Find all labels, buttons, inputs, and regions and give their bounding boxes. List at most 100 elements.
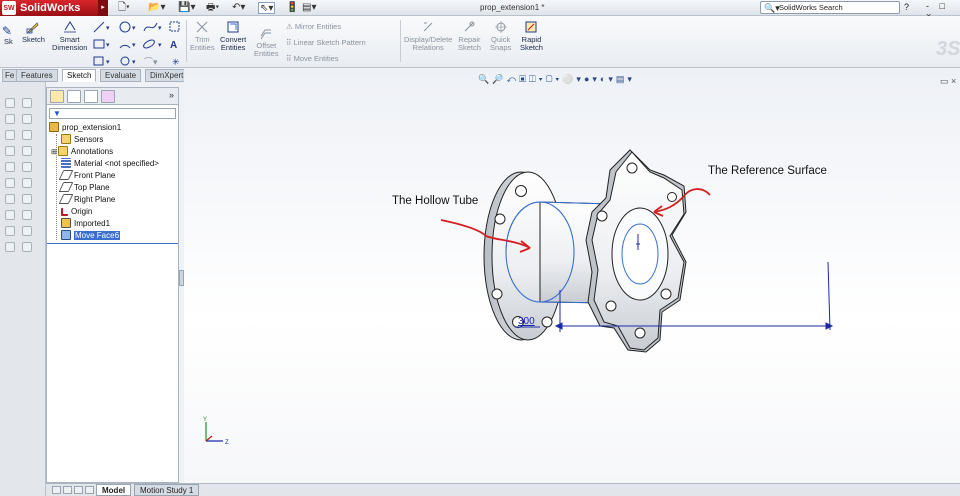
linear-pattern-button[interactable]: ⠿ Linear Sketch Pattern — [286, 38, 366, 47]
shortcut-icon[interactable] — [5, 178, 15, 188]
tree-item-part[interactable]: prop_extension1 — [49, 122, 121, 134]
configuration-manager-tab-icon[interactable] — [84, 90, 98, 103]
shortcut-icon[interactable] — [22, 146, 32, 156]
select-icon[interactable]: ⇖▾ — [258, 2, 276, 14]
mirror-entities-button[interactable]: ⚠ Mirror Entities — [286, 22, 341, 31]
options-icon[interactable]: ▤▾ — [302, 2, 317, 13]
move-face-icon — [61, 230, 71, 240]
expand-icon[interactable]: ⊞ — [51, 149, 57, 156]
sketch-stub-icon[interactable]: ✎ — [2, 24, 13, 38]
tree-item-top-plane[interactable]: Top Plane — [58, 182, 110, 194]
shortcut-icon[interactable] — [22, 226, 32, 236]
dimension-value[interactable]: 300 — [518, 316, 535, 327]
trim-icon — [196, 21, 208, 33]
first-tab-icon[interactable] — [52, 486, 61, 494]
tree-filter-input[interactable]: ▼ — [49, 108, 176, 119]
shortcut-icon[interactable] — [22, 242, 32, 252]
previous-tab-icon[interactable] — [63, 486, 72, 494]
search-field[interactable]: 🔍▾ SolidWorks Search — [760, 1, 900, 14]
quick-snaps-label-1: Quick — [491, 35, 511, 44]
tree-item-origin[interactable]: Origin — [61, 206, 92, 218]
tree-item-material[interactable]: Material <not specified> — [61, 158, 159, 170]
hide-show-items-icon[interactable]: ⚪▾ — [562, 74, 584, 84]
print-icon[interactable]: 🖶▾ — [206, 2, 220, 13]
sketch-button[interactable]: Sketch — [22, 20, 45, 44]
tab-motion-study-1[interactable]: Motion Study 1 — [134, 484, 200, 496]
display-delete-relations-button[interactable]: Display/Delete Relations — [404, 20, 452, 52]
move-entities-button[interactable]: ⠿ Move Entities — [286, 54, 339, 63]
view-orientation-icon[interactable]: ◫▾ — [528, 74, 546, 84]
edit-appearance-icon[interactable]: ●▾ — [583, 74, 600, 84]
tree-item-imported1[interactable]: Imported1 — [61, 218, 110, 230]
tree-item-front-plane[interactable]: Front Plane — [58, 170, 115, 182]
repair-sketch-button[interactable]: Repair Sketch — [458, 20, 481, 52]
property-manager-tab-icon[interactable] — [67, 90, 81, 103]
solidworks-watermark-icon: 3S — [936, 38, 960, 60]
shortcut-icon[interactable] — [22, 194, 32, 204]
shortcut-icon[interactable] — [5, 130, 15, 140]
trim-entities-button[interactable]: Trim Entities — [190, 20, 215, 52]
zoom-to-area-icon[interactable]: 🔎 — [492, 74, 507, 84]
save-icon[interactable]: 💾▾ — [178, 2, 196, 13]
section-view-icon[interactable]: ▣ — [519, 74, 529, 84]
shortcut-icon[interactable] — [22, 130, 32, 140]
graphics-area[interactable]: Y Z — [184, 68, 960, 483]
view-settings-icon[interactable]: ▤▾ — [615, 74, 635, 84]
imported-body-icon — [61, 218, 71, 228]
shortcut-icon[interactable] — [5, 210, 15, 220]
tab-evaluate[interactable]: Evaluate — [100, 69, 142, 82]
rapid-sketch-button[interactable]: Rapid Sketch — [520, 20, 543, 52]
smart-dimension-button[interactable]: Smart Dimension — [52, 20, 87, 52]
shortcut-icon[interactable] — [5, 98, 15, 108]
offset-entities-button[interactable]: Offset Entities — [254, 26, 279, 58]
tab-features[interactable]: Features — [16, 69, 58, 82]
panel-splitter[interactable] — [179, 270, 184, 286]
shortcut-icon[interactable] — [5, 194, 15, 204]
previous-view-icon[interactable]: ⤺ — [506, 74, 520, 84]
repair-sketch-icon — [465, 21, 475, 32]
help-button[interactable]: ? — [904, 2, 910, 12]
tab-dimxpert[interactable]: DimXpert — [145, 69, 189, 82]
quick-snaps-button[interactable]: Quick Snaps — [490, 20, 511, 52]
solidworks-logo[interactable]: SW SolidWorks — [0, 0, 98, 16]
circle-tool-icon — [119, 21, 131, 33]
tree-item-annotations[interactable]: ⊞Annotations — [51, 146, 113, 158]
rollback-bar[interactable] — [47, 243, 178, 244]
next-tab-icon[interactable] — [74, 486, 83, 494]
shortcut-icon[interactable] — [5, 146, 15, 156]
tree-item-right-plane[interactable]: Right Plane — [58, 194, 115, 206]
sketch-stub-label: Sk — [4, 37, 13, 46]
shortcut-icon[interactable] — [5, 226, 15, 236]
shortcut-icon[interactable] — [5, 242, 15, 252]
tree-item-move-face6[interactable]: Move Face6 — [61, 230, 121, 242]
shortcut-icon[interactable] — [5, 114, 15, 124]
undo-icon[interactable]: ↶▾ — [232, 2, 246, 13]
viewport-options-icon[interactable]: ▭ × — [940, 76, 957, 86]
apply-scene-icon[interactable]: ◐▾ — [599, 74, 616, 84]
new-document-icon[interactable]: 🗋▾ — [118, 2, 130, 13]
menu-flyout-arrow-icon[interactable]: ▸ — [98, 0, 108, 16]
shortcut-icon[interactable] — [22, 98, 32, 108]
shortcut-icon[interactable] — [22, 210, 32, 220]
convert-entities-button[interactable]: Convert Entities — [220, 20, 246, 52]
tab-sketch[interactable]: Sketch — [62, 69, 97, 82]
sensors-icon — [61, 134, 71, 144]
more-tabs-icon[interactable]: » — [168, 90, 174, 100]
shortcut-icon[interactable] — [22, 162, 32, 172]
title-bar: SW SolidWorks ▸ 🗋▾ 📂▾ 💾▾ 🖶▾ ↶▾ ⇖▾ 🚦 ▤▾ p… — [0, 0, 960, 21]
bolt-hole — [667, 192, 677, 202]
last-tab-icon[interactable] — [85, 486, 94, 494]
display-delete-label-2: Relations — [412, 43, 444, 52]
model-view[interactable]: Y Z — [184, 68, 960, 483]
rebuild-icon[interactable]: 🚦 — [286, 2, 299, 13]
dimxpert-manager-tab-icon[interactable] — [101, 90, 115, 103]
shortcut-icon[interactable] — [22, 178, 32, 188]
feature-tree-tab-icon[interactable] — [50, 90, 64, 103]
shortcut-icon[interactable] — [22, 114, 32, 124]
zoom-to-fit-icon[interactable]: 🔍 — [478, 74, 493, 84]
display-style-icon[interactable]: ▢▾ — [545, 74, 563, 84]
tab-model[interactable]: Model — [96, 484, 132, 496]
open-document-icon[interactable]: 📂▾ — [148, 2, 166, 13]
shortcut-icon[interactable] — [5, 162, 15, 172]
tree-item-sensors[interactable]: Sensors — [61, 134, 103, 146]
